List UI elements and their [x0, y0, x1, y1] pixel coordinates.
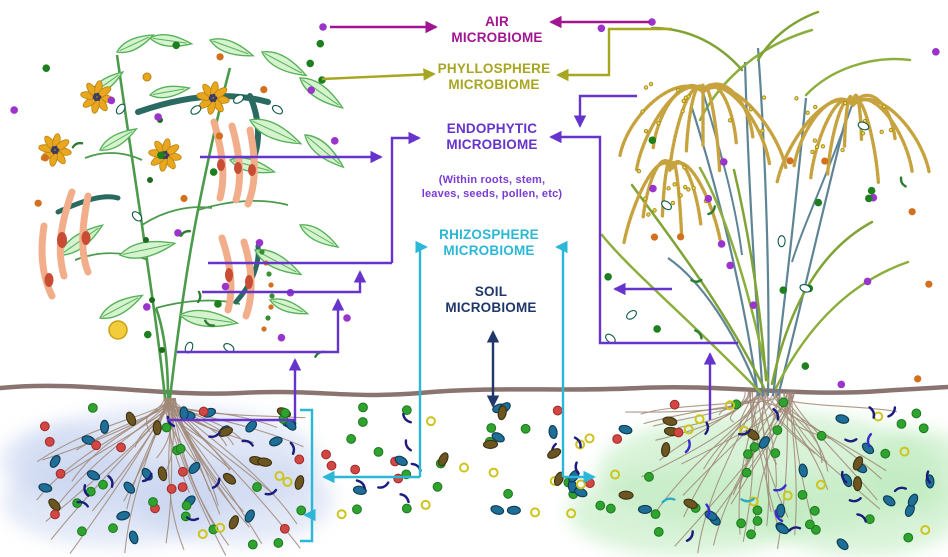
label-endophytic-line2: MICROBIOME	[446, 137, 538, 152]
flower	[80, 80, 114, 114]
label-rhizosphere-line1: RHIZOSPHERE	[439, 227, 539, 242]
label-endophytic-microbiome: ENDOPHYTIC MICROBIOME	[446, 121, 537, 153]
label-rhizosphere-microbiome: RHIZOSPHERE MICROBIOME	[439, 227, 539, 259]
flower	[38, 133, 72, 167]
label-endophytic-line1: ENDOPHYTIC	[446, 121, 538, 136]
arrow-rhizosphere-right-up	[555, 240, 568, 477]
arrow-phyllosphere-left	[321, 68, 436, 81]
flower	[148, 138, 182, 172]
air-microbes-right	[597, 18, 940, 389]
soil-surface-line	[0, 383, 948, 398]
label-soil-line1: SOIL	[474, 284, 508, 299]
arrow-endophytic-panicle	[573, 94, 637, 128]
panicle	[622, 159, 722, 245]
label-soil-microbiome: SOIL MICROBIOME	[445, 284, 536, 316]
bracket-rhizosphere-left	[300, 408, 314, 543]
panicle	[618, 81, 788, 174]
arrow-phyllosphere-right	[556, 27, 672, 82]
arrow-rhizosphere-left-up	[415, 240, 428, 477]
label-soil-line2: MICROBIOME	[445, 300, 537, 315]
soil-microbes-right	[595, 397, 935, 551]
label-air-line1: AIR	[485, 14, 509, 29]
arrow-endophytic-main-left	[390, 131, 421, 263]
label-phyllosphere-line1: PHYLLOSPHERE	[437, 61, 551, 76]
air-microbes-left	[10, 23, 351, 358]
soil-microbes-middle	[321, 402, 595, 520]
arrow-endophytic-step3	[177, 298, 345, 354]
panicle	[775, 93, 931, 185]
label-endophytic-note-line1: (Within roots, stem,	[438, 174, 546, 186]
left-plant	[38, 34, 345, 399]
arrow-endophytic-root-left	[167, 358, 302, 422]
flower	[196, 81, 230, 115]
label-endophytic-note-line2: leaves, seeds, pollen, etc)	[421, 188, 563, 200]
label-rhizosphere-line2: MICROBIOME	[443, 243, 535, 258]
right-plant	[600, 10, 931, 397]
label-endophytic-note: (Within roots, stem, leaves, seeds, poll…	[422, 173, 563, 201]
label-air-line2: MICROBIOME	[451, 30, 543, 45]
flow-arrows	[167, 15, 738, 543]
label-phyllosphere-line2: MICROBIOME	[448, 77, 540, 92]
soil-microbes-left	[38, 402, 307, 550]
label-air-microbiome: AIR MICROBIOME	[451, 14, 542, 46]
arrow-endophytic-main-right	[549, 130, 738, 345]
arrow-endophytic-step2	[202, 270, 367, 294]
label-phyllosphere-microbiome: PHYLLOSPHERE MICROBIOME	[438, 61, 551, 93]
